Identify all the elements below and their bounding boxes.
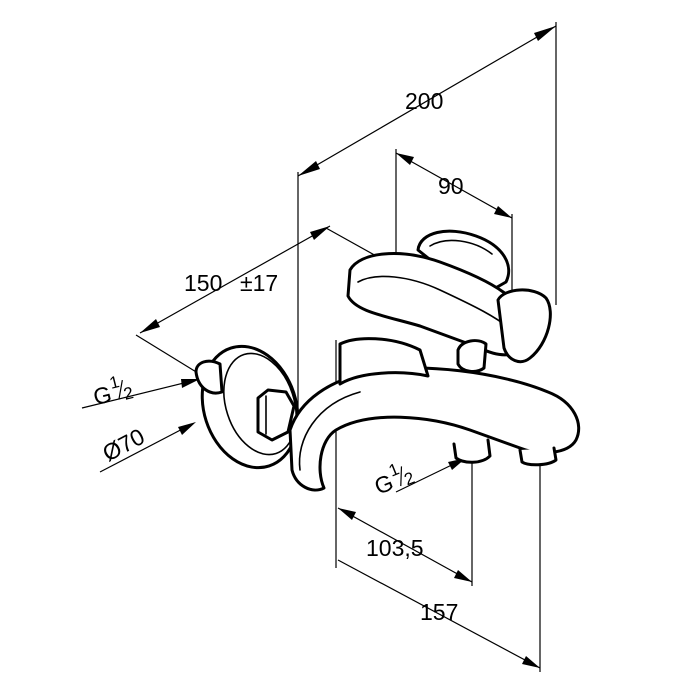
dim-arrow-200-right — [534, 26, 556, 41]
label-90: 90 — [438, 173, 464, 199]
dim-arrow-150-left — [140, 319, 160, 333]
label-g-wall-den: 2 — [122, 383, 136, 404]
leader-arrow-dia70 — [178, 422, 196, 435]
label-g-outlet-group: G 1 2 — [371, 459, 418, 499]
label-g-outlet-den: 2 — [401, 468, 417, 489]
dim-arrow-90-right — [494, 206, 512, 218]
label-g-wall: G — [91, 381, 115, 411]
lever-highlight — [357, 275, 517, 335]
label-200: 200 — [405, 88, 443, 114]
dim-arrow-150-right — [310, 226, 330, 240]
ext-line-150-left — [135, 334, 207, 379]
dim-line-200 — [297, 25, 557, 177]
label-g-wall-group: G 1 2 — [91, 372, 136, 411]
inlet-connector — [452, 438, 492, 464]
dim-arrow-103-left — [338, 508, 356, 520]
front-escutcheon-rim — [223, 352, 297, 456]
valve-column — [338, 337, 430, 386]
faucet-outline — [194, 229, 581, 492]
body-contour — [298, 391, 361, 471]
dim-arrow-157-right — [522, 656, 540, 668]
label-157: 157 — [420, 599, 458, 625]
leader-dia70 — [99, 423, 193, 473]
dimension-labels: 200 90 150 ±17 103,5 157 G 1 2 Ø70 G 1 2 — [91, 88, 464, 625]
outlet-nozzle — [518, 446, 558, 467]
label-150: 150 — [184, 270, 222, 296]
dim-line-103 — [337, 507, 473, 583]
dim-arrow-90-left — [396, 153, 414, 165]
pivot-cap — [456, 339, 488, 373]
dim-arrow-200-left — [298, 161, 320, 176]
label-tolerance: ±17 — [240, 270, 278, 296]
dimension-lines — [81, 22, 557, 672]
leader-arrow-g-wall — [181, 379, 200, 388]
leader-g-wall — [81, 379, 197, 409]
label-g-wall-num: 1 — [108, 372, 122, 393]
label-g-outlet-slash — [400, 466, 403, 487]
label-103-5: 103,5 — [366, 535, 424, 561]
dim-line-90 — [395, 152, 513, 219]
label-g-wall-slash — [118, 379, 123, 400]
spout-body — [288, 366, 581, 492]
dim-line-157 — [337, 559, 541, 669]
dim-line-150 — [139, 225, 331, 334]
hex-nut — [256, 388, 296, 442]
wall-pipe — [194, 359, 224, 395]
diverter-knob — [496, 288, 552, 364]
rear-escutcheon-rim — [429, 239, 493, 255]
dim-arrow-103-right — [454, 570, 472, 582]
